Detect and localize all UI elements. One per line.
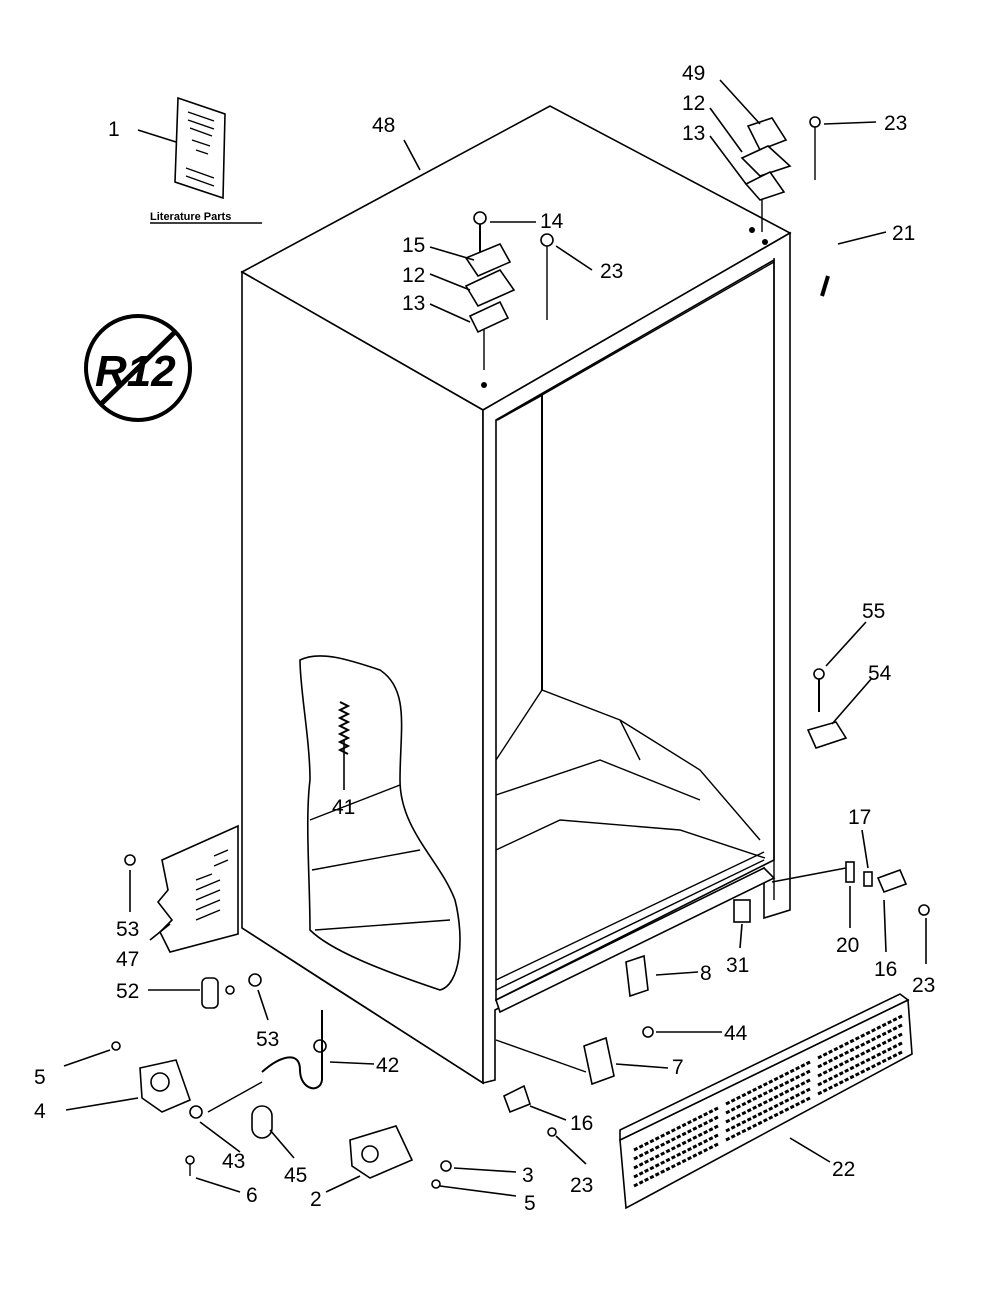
upper-right-hinge xyxy=(740,116,821,232)
callout-47: 47 xyxy=(116,948,139,971)
part-52 xyxy=(201,973,262,1009)
callout-45: 45 xyxy=(284,1164,307,1187)
part-21 xyxy=(820,275,830,297)
right-roller-assembly xyxy=(349,1125,452,1189)
grille-slot-row xyxy=(725,1096,811,1142)
callout-23: 23 xyxy=(570,1174,593,1197)
grille-slot-row xyxy=(725,1078,811,1124)
callout-12: 12 xyxy=(402,264,425,287)
grille-slot-row xyxy=(633,1124,719,1170)
grille-slot-row xyxy=(633,1115,719,1161)
left-roller-assembly xyxy=(111,1041,263,1176)
callout-21: 21 xyxy=(892,222,915,245)
callout-14: 14 xyxy=(540,210,564,233)
grille-slot-row xyxy=(817,1041,903,1087)
callout-4: 4 xyxy=(34,1100,46,1123)
callout-2: 2 xyxy=(310,1188,322,1211)
literature-booklet xyxy=(174,96,226,200)
grille-slot-row xyxy=(633,1142,719,1188)
callout-5: 5 xyxy=(34,1066,46,1089)
grille-slot-row xyxy=(725,1060,811,1106)
grille-slot-row xyxy=(817,1050,903,1096)
grille-slot-row xyxy=(725,1069,811,1115)
callout-22: 22 xyxy=(832,1158,855,1181)
callout-54: 54 xyxy=(868,662,892,685)
callout-13: 13 xyxy=(682,122,705,145)
callout-labels: 1 48 49 12 13 23 14 15 12 13 23 21 55 54… xyxy=(34,62,935,1215)
callout-43: 43 xyxy=(222,1150,245,1173)
callout-15: 15 xyxy=(402,234,425,257)
rear-access-panel xyxy=(124,824,239,953)
callout-53: 53 xyxy=(116,918,139,941)
grille-slot-row xyxy=(633,1133,719,1179)
callout-16: 16 xyxy=(570,1112,593,1135)
callout-48: 48 xyxy=(372,114,395,137)
r12-badge: R12 xyxy=(84,314,192,422)
callout-13: 13 xyxy=(402,292,425,315)
grille-slot-row xyxy=(725,1087,811,1133)
callout-1: 1 xyxy=(108,118,120,141)
callout-12: 12 xyxy=(682,92,705,115)
toe-grille xyxy=(619,993,913,1210)
callout-8: 8 xyxy=(700,962,712,985)
callout-41: 41 xyxy=(332,796,355,819)
callout-42: 42 xyxy=(376,1054,399,1077)
part-8 xyxy=(625,954,649,998)
callout-55: 55 xyxy=(862,600,885,623)
grille-slot-row xyxy=(633,1106,719,1152)
callout-49: 49 xyxy=(682,62,705,85)
cabinet-body xyxy=(240,105,792,1085)
grille-slot-row xyxy=(817,1023,903,1069)
right-lower-parts xyxy=(771,861,930,916)
callout-3: 3 xyxy=(522,1164,534,1187)
part-42-tube xyxy=(261,1010,327,1090)
callout-6: 6 xyxy=(246,1184,258,1207)
upper-center-hinge xyxy=(464,211,554,370)
part-45 xyxy=(251,1105,273,1139)
callout-20: 20 xyxy=(836,934,859,957)
leveling-bracket xyxy=(495,1026,654,1086)
callout-31: 31 xyxy=(726,954,749,977)
callout-52: 52 xyxy=(116,980,139,1003)
callout-16: 16 xyxy=(874,958,897,981)
callout-17: 17 xyxy=(848,806,871,829)
callout-23: 23 xyxy=(884,112,907,135)
callout-44: 44 xyxy=(724,1022,748,1045)
callout-5: 5 xyxy=(524,1192,536,1215)
callout-53: 53 xyxy=(256,1028,279,1051)
part-16-lower xyxy=(502,1084,557,1137)
callout-23: 23 xyxy=(912,974,935,997)
literature-caption: Literature Parts xyxy=(150,211,231,223)
part-31 xyxy=(733,899,751,923)
grille-slot-row xyxy=(817,1032,903,1078)
callout-7: 7 xyxy=(672,1056,684,1079)
bottom-hinge-right xyxy=(806,668,848,749)
leader-lines xyxy=(63,79,927,1197)
grille-slot-row xyxy=(817,1014,903,1060)
callout-23: 23 xyxy=(600,260,623,283)
